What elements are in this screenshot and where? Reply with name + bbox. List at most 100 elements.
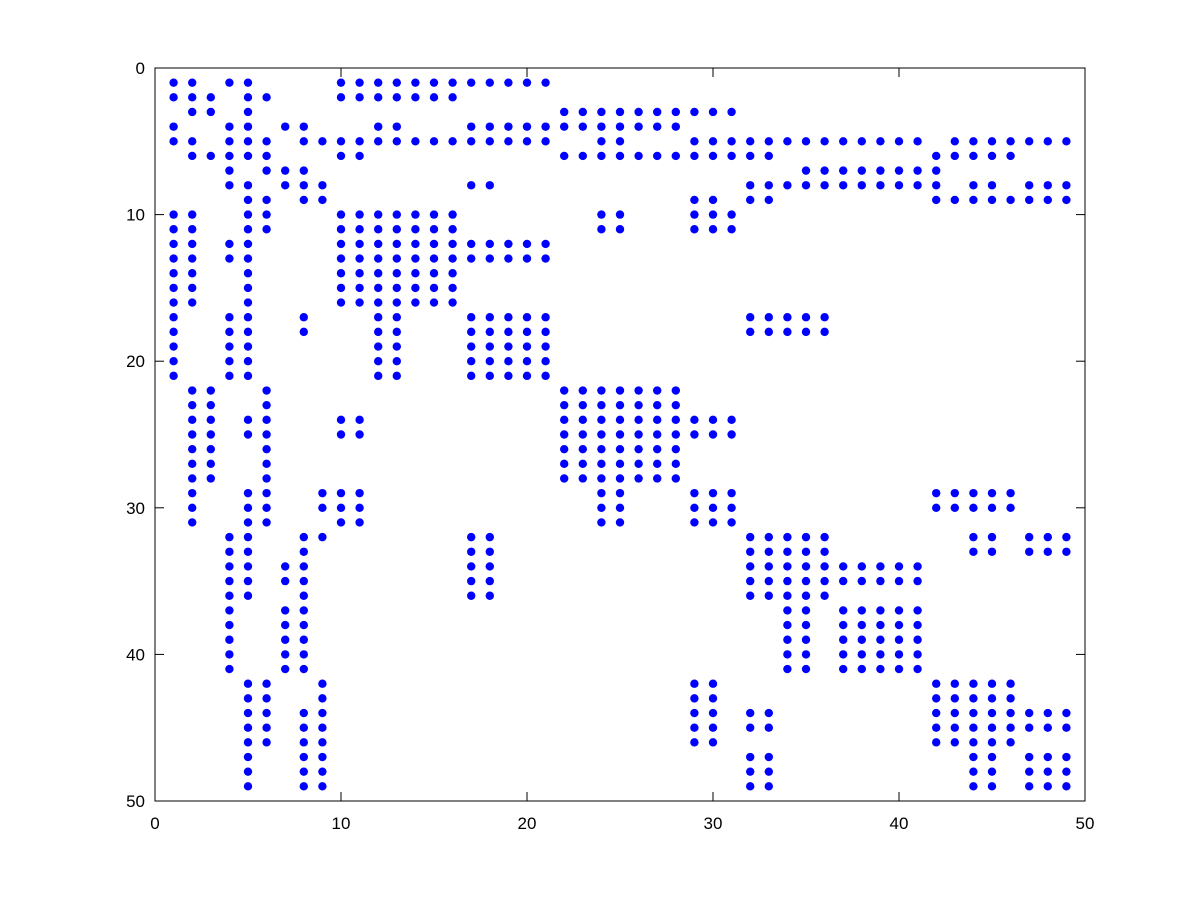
data-point [262, 708, 271, 718]
data-point [615, 488, 625, 498]
data-point [820, 327, 829, 337]
data-point [876, 635, 885, 644]
data-point [355, 503, 364, 512]
data-point [188, 151, 197, 161]
data-point [615, 151, 625, 161]
data-point [374, 225, 383, 234]
data-point [1006, 679, 1015, 688]
data-point [467, 254, 476, 263]
data-point [876, 562, 885, 571]
data-point [801, 650, 811, 659]
data-point [987, 195, 997, 205]
data-point [355, 283, 364, 293]
data-point [857, 166, 866, 175]
data-point [448, 298, 457, 307]
data-point [429, 239, 439, 249]
data-point [969, 679, 978, 688]
data-point [801, 181, 811, 190]
data-point [318, 752, 327, 762]
data-point [634, 107, 643, 117]
data-point [578, 386, 587, 395]
data-point [374, 93, 383, 102]
data-point [764, 151, 773, 161]
data-point [708, 137, 718, 146]
data-point [188, 518, 197, 527]
data-point [243, 93, 253, 102]
data-point [1043, 752, 1053, 762]
data-point [560, 444, 569, 454]
data-point [243, 415, 253, 425]
data-point [225, 357, 234, 366]
data-point [188, 298, 197, 307]
data-point [355, 93, 364, 102]
data-point [560, 430, 569, 439]
data-point [318, 488, 327, 498]
data-point [1006, 723, 1015, 732]
data-point [727, 415, 736, 425]
data-point [801, 532, 811, 542]
data-point [894, 137, 904, 146]
data-point [448, 254, 457, 263]
data-point [913, 606, 922, 615]
data-point [746, 313, 755, 322]
data-point [243, 342, 253, 351]
data-point [746, 151, 755, 161]
data-point [262, 488, 271, 498]
data-point [188, 93, 197, 102]
data-point [634, 400, 643, 410]
data-point [188, 430, 197, 439]
data-point [801, 166, 811, 175]
data-point [783, 650, 792, 659]
data-point [281, 635, 290, 644]
data-point [690, 518, 699, 527]
data-point [411, 239, 420, 249]
data-point [746, 562, 755, 571]
data-point [225, 166, 234, 175]
data-point [243, 239, 253, 249]
data-point [653, 386, 662, 395]
data-point [653, 400, 662, 410]
data-point [188, 78, 197, 87]
data-point [262, 503, 271, 512]
data-point [336, 415, 346, 425]
data-point [336, 137, 346, 146]
data-point [820, 547, 829, 556]
data-point [374, 342, 383, 351]
data-point [429, 269, 439, 278]
data-point [987, 752, 997, 762]
data-point [336, 254, 346, 263]
data-point [969, 767, 978, 776]
data-point [690, 210, 699, 219]
data-point [708, 738, 718, 747]
data-point [262, 195, 271, 205]
data-point [671, 400, 680, 410]
data-point [1025, 723, 1034, 732]
data-point [504, 371, 513, 381]
data-point [634, 415, 643, 425]
data-point [169, 122, 178, 131]
data-point [429, 254, 439, 263]
data-point [169, 225, 178, 234]
data-point [727, 225, 736, 234]
data-point [1062, 181, 1071, 190]
data-point [281, 606, 290, 615]
data-point [690, 694, 699, 703]
data-point [225, 78, 234, 87]
data-point [969, 195, 978, 205]
data-point [374, 78, 383, 87]
data-point [299, 723, 308, 732]
data-point [262, 93, 271, 102]
data-point [560, 459, 569, 469]
data-point [615, 444, 625, 454]
data-point [634, 444, 643, 454]
data-point [615, 400, 625, 410]
data-point [541, 254, 550, 263]
data-point [615, 474, 625, 483]
data-point [336, 93, 346, 102]
data-point [299, 752, 308, 762]
data-point [876, 137, 885, 146]
data-point [1043, 708, 1053, 718]
data-point [188, 283, 197, 293]
data-point [485, 137, 494, 146]
data-point [467, 371, 476, 381]
